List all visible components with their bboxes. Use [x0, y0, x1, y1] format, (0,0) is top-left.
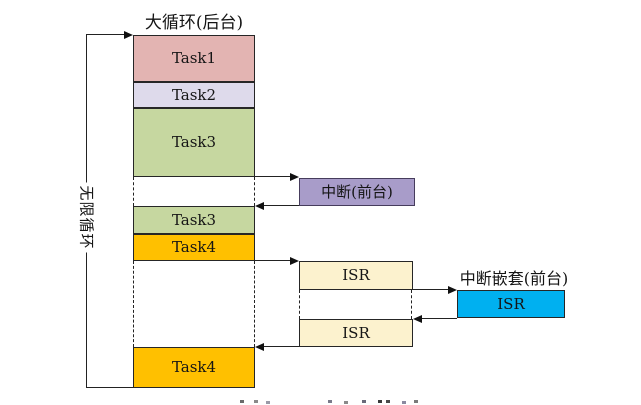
cropped-caption-fragments: [240, 400, 244, 403]
arrow-isr1-to-nested-isr: [413, 285, 457, 294]
isr-gap-dash-left: [299, 290, 300, 319]
arrow-right-icon: [290, 256, 299, 265]
arrow-isr2-to-task4: [255, 342, 299, 351]
task1-block: Task1: [133, 35, 255, 82]
loop-entry-arrow: [86, 30, 133, 39]
arrow-line: [422, 317, 457, 320]
arrow-right-icon: [448, 285, 457, 294]
arrow-line: [264, 345, 299, 348]
task3-block: Task3: [133, 108, 255, 177]
arrow-line: [413, 288, 448, 291]
task2-block: Task2: [133, 82, 255, 108]
preempted-gap-interrupt: [133, 177, 255, 206]
arrow-line: [86, 33, 124, 36]
task4-block: Task4: [133, 234, 255, 261]
arrow-line: [255, 259, 290, 262]
task3-resume-block: Task3: [133, 206, 255, 234]
isr-block-2: ISR: [299, 319, 413, 347]
isr-block-1: ISR: [299, 261, 413, 290]
arrow-line: [264, 204, 299, 207]
arrow-right-icon: [290, 172, 299, 181]
arrow-left-icon: [255, 201, 264, 210]
isr-gap-dash-right: [411, 290, 412, 319]
arrow-interrupt-to-task3: [255, 201, 299, 210]
nested-isr-block: ISR: [457, 290, 565, 318]
interrupt-foreground-block: 中断(前台): [299, 178, 415, 206]
task4-resume-block: Task4: [133, 347, 255, 388]
preempted-gap-isr: [133, 261, 255, 347]
arrow-task3-to-interrupt: [255, 172, 299, 181]
nested-interrupt-label: 中断嵌套(前台): [459, 269, 569, 288]
loop-return-line: [86, 387, 133, 388]
arrow-nested-isr-to-isr2: [413, 314, 457, 323]
infinite-loop-label: 无限循环: [76, 181, 98, 253]
arrow-task4-to-isr1: [255, 256, 299, 265]
arrow-left-icon: [255, 342, 264, 351]
arrow-line: [255, 175, 290, 178]
arrow-left-icon: [413, 314, 422, 323]
arrow-right-icon: [124, 30, 133, 39]
diagram-title: 大循环(后台): [144, 13, 244, 33]
infinite-loop-label-wrap: 无限循环: [68, 176, 106, 258]
